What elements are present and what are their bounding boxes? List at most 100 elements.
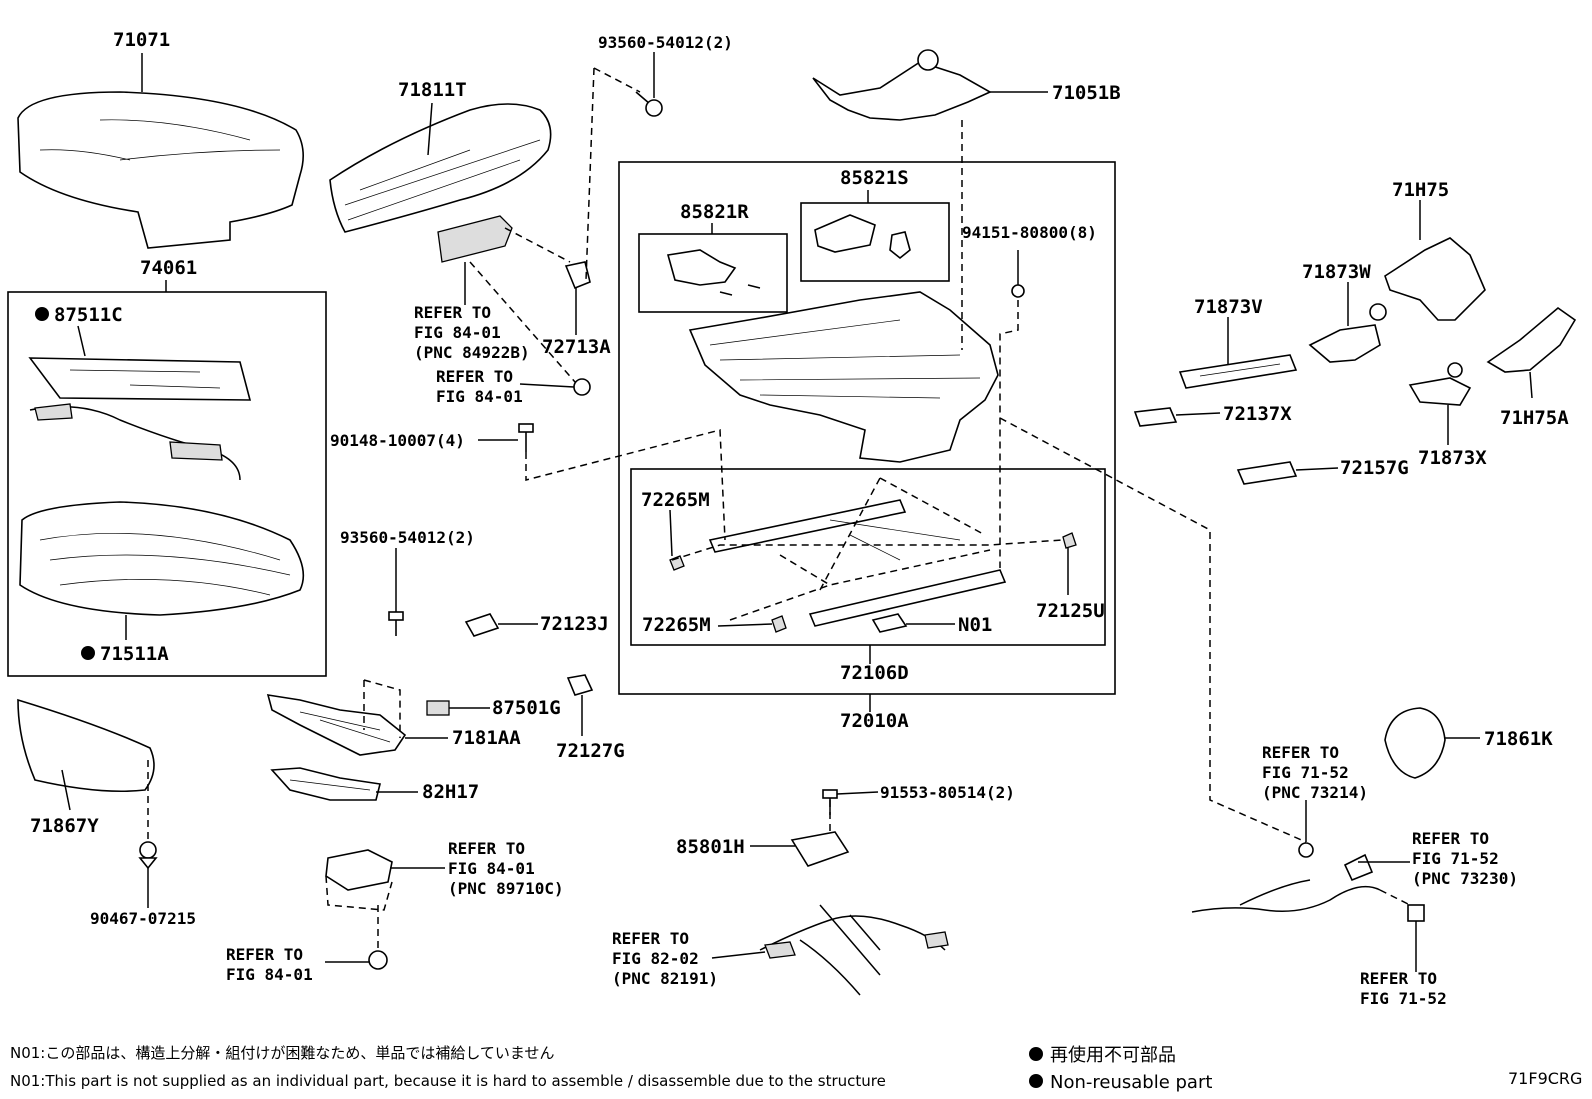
label-72265M-a: 72265M — [641, 489, 710, 511]
cover-71H75 — [1384, 237, 1486, 321]
adjuster-7181AA — [266, 694, 407, 756]
ref-73214: REFER TO FIG 71-52 (PNC 73214) — [1262, 743, 1368, 802]
svg-text:REFER TO: REFER TO — [414, 303, 491, 322]
leader-71867Y — [61, 769, 71, 811]
box-72106D — [630, 468, 1106, 646]
label-71H75A: 71H75A — [1500, 407, 1569, 429]
svg-text:REFER TO: REFER TO — [448, 839, 525, 858]
label-72157G: 72157G — [1340, 457, 1409, 479]
seat-cushion-71071 — [17, 91, 304, 249]
label-90467: 90467-07215 — [90, 909, 196, 928]
label-71071: 71071 — [113, 29, 170, 51]
leader-87511C — [77, 325, 86, 357]
label-72265M-b: 72265M — [642, 614, 711, 636]
bracket-71873X — [1408, 362, 1472, 406]
dash-ecu — [325, 875, 393, 950]
note-n01-japanese: N01:この部品は、構造上分解・組付けが困難なため、単品では補給していません — [10, 1044, 554, 1062]
box-85821S — [800, 202, 950, 282]
legend-bullet-icon — [1029, 1047, 1043, 1061]
side-shield-71811T — [329, 103, 552, 233]
svg-text:(PNC 89710C): (PNC 89710C) — [448, 879, 564, 898]
svg-text:FIG 84-01: FIG 84-01 — [414, 323, 501, 342]
label-72010A: 72010A — [840, 710, 909, 732]
label-72713A: 72713A — [542, 336, 611, 358]
leader-72265M-a — [669, 509, 673, 557]
switch-85801H — [790, 789, 850, 867]
seat-heater-87511C — [28, 357, 252, 401]
recliner-motor — [437, 215, 513, 263]
harness-82191 — [759, 904, 949, 996]
ref-82191: REFER TO FIG 82-02 (PNC 82191) — [612, 929, 718, 988]
label-91553: 91553-80514(2) — [880, 783, 1015, 802]
label-94151: 94151-80800(8) — [962, 223, 1097, 242]
dash-harness — [999, 417, 1411, 906]
ref-8401-b: REFER TO FIG 84-01 — [226, 945, 313, 984]
leader-91553 — [836, 791, 879, 795]
cover-72157G — [1236, 461, 1298, 485]
switch-87501G — [426, 700, 450, 716]
dash-7181AA — [363, 679, 401, 738]
bolt-90148 — [518, 423, 534, 452]
svg-text:FIG 71-52: FIG 71-52 — [1412, 849, 1499, 868]
svg-text:FIG 84-01: FIG 84-01 — [226, 965, 313, 984]
dash-rails — [671, 477, 1063, 621]
cover-71867Y — [17, 698, 155, 793]
dash-94151 — [999, 300, 1019, 568]
label-71H75: 71H75 — [1392, 179, 1449, 201]
ecu-89710C — [325, 849, 393, 891]
label-74061: 74061 — [140, 257, 197, 279]
legend-jp: 再使用不可部品 — [1050, 1045, 1176, 1066]
label-85821R: 85821R — [680, 201, 749, 223]
label-72123J: 72123J — [540, 613, 609, 635]
label-93560-top: 93560-54012(2) — [598, 33, 733, 52]
label-N01: N01 — [958, 614, 992, 636]
bracket-72713A — [564, 261, 591, 290]
label-93560-mid: 93560-54012(2) — [340, 528, 475, 547]
bolt-93560-top — [635, 91, 663, 117]
label-72106D: 72106D — [840, 662, 909, 684]
label-71873V: 71873V — [1194, 296, 1263, 318]
box-74061 — [7, 291, 327, 677]
non-reusable-bullet — [81, 646, 95, 660]
svg-text:REFER TO: REFER TO — [1262, 743, 1339, 762]
label-85801H: 85801H — [676, 836, 745, 858]
dash-93560-top — [585, 67, 641, 281]
label-90148: 90148-10007(4) — [330, 431, 465, 450]
motor-85821S — [814, 214, 911, 260]
label-71867Y: 71867Y — [30, 815, 99, 837]
leader-r8401a — [519, 383, 575, 388]
screw-refer-8401-b — [368, 950, 388, 970]
label-71873W: 71873W — [1302, 261, 1371, 283]
label-72125U: 72125U — [1036, 600, 1105, 622]
note-n01-english: N01:This part is not supplied as an indi… — [10, 1072, 886, 1090]
svg-text:(PNC 73230): (PNC 73230) — [1412, 869, 1518, 888]
heater-harness — [29, 403, 241, 481]
leader-71H75A — [1529, 371, 1533, 399]
label-71511A: 71511A — [100, 643, 169, 665]
cover-71H75A — [1486, 306, 1577, 373]
label-87501G: 87501G — [492, 697, 561, 719]
motor-85821R — [666, 249, 761, 296]
seatbelt-harness — [1191, 842, 1425, 922]
legend-en: Non-reusable part — [1050, 1072, 1212, 1093]
svg-text:FIG 71-52: FIG 71-52 — [1360, 989, 1447, 1008]
bracket-71873W — [1308, 303, 1387, 363]
svg-text:(PNC 82191): (PNC 82191) — [612, 969, 718, 988]
cover-72137X — [1133, 407, 1178, 427]
label-71811T: 71811T — [398, 79, 467, 101]
cover-82H17 — [270, 767, 381, 801]
seat-rails-72106D — [669, 499, 1077, 633]
svg-text:FIG 84-01: FIG 84-01 — [448, 859, 535, 878]
frame-71051B — [812, 49, 992, 121]
clip-90467 — [138, 841, 158, 870]
label-71861K: 71861K — [1484, 728, 1553, 750]
leader-r82191 — [711, 951, 766, 959]
svg-text:FIG 82-02: FIG 82-02 — [612, 949, 699, 968]
label-85821S: 85821S — [840, 167, 909, 189]
ref-84922B: REFER TO FIG 84-01 (PNC 84922B) — [414, 303, 530, 362]
rail-cover-71873V — [1178, 354, 1298, 389]
svg-text:REFER TO: REFER TO — [226, 945, 303, 964]
cushion-pad-71511A — [19, 501, 305, 616]
label-71051B: 71051B — [1052, 82, 1121, 104]
